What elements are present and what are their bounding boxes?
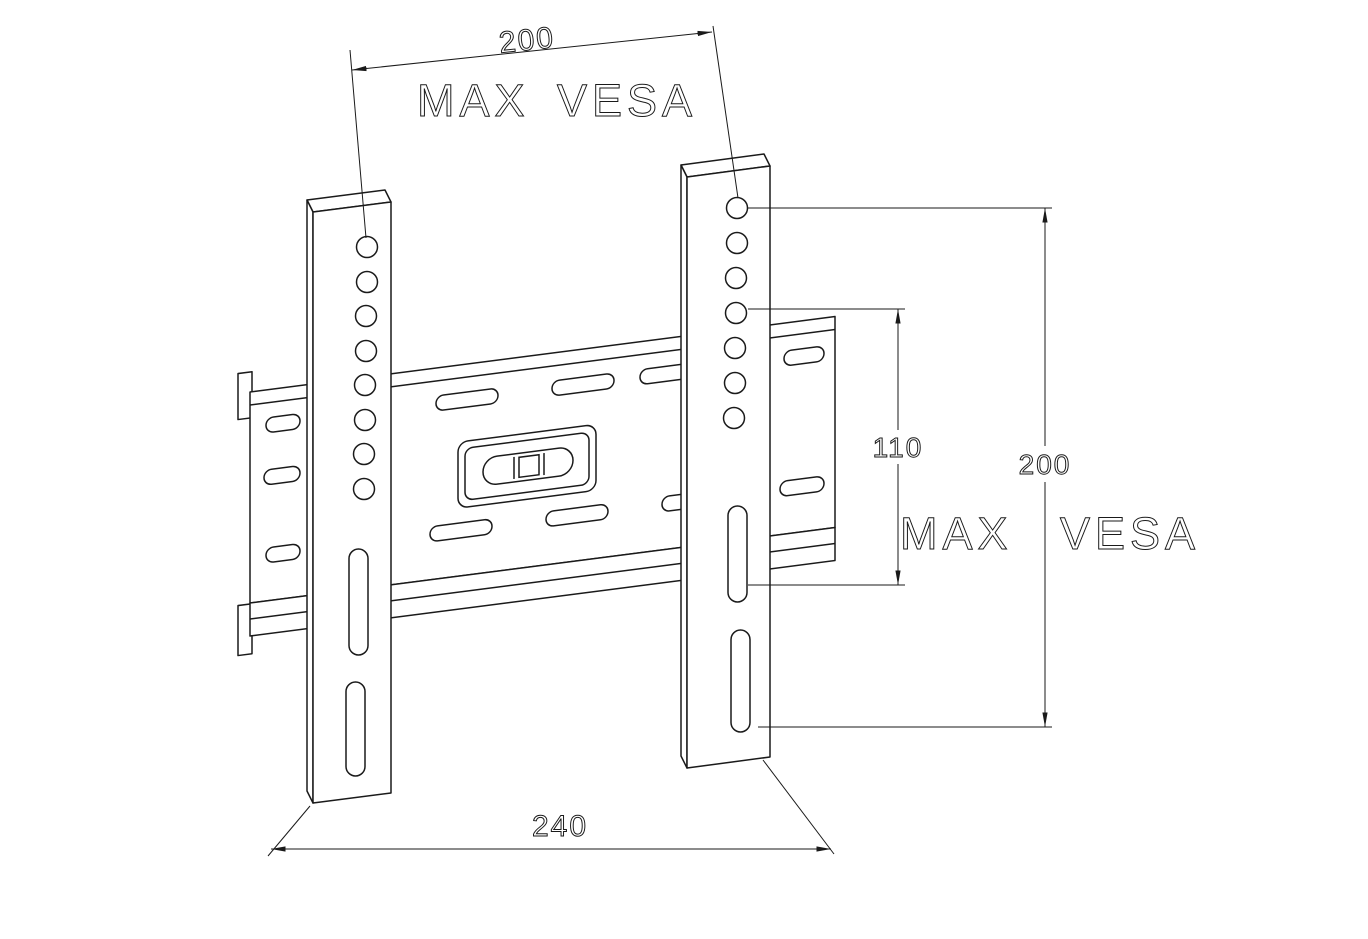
dimension-line (351, 30, 713, 72)
extension-line (712, 25, 739, 199)
right-bracket (680, 153, 771, 769)
dim-right-value: 200 (1019, 449, 1072, 480)
dim-text-mask (1016, 446, 1074, 482)
right-bracket-slots (727, 505, 751, 733)
right-bracket-side-face (680, 164, 688, 769)
spirit-level (457, 424, 597, 508)
left-bracket-side-face (306, 199, 314, 804)
dim-bottom-value: 240 (532, 810, 588, 843)
dim-top-label: MAX VESA (417, 75, 697, 126)
dimension-top-width: 200 MAX VESA (349, 21, 739, 239)
dim-right-label: MAX VESA (900, 508, 1200, 559)
dimension-inner-height: 110 (748, 308, 926, 586)
dimension-right-height: 200 MAX VESA (748, 207, 1200, 728)
extension-line (762, 759, 835, 855)
dimension-bottom-width: 240 (267, 759, 835, 857)
right-bracket-mounting-holes (722, 196, 749, 430)
extension-line (349, 49, 367, 239)
plate-slot-middle-left (263, 465, 301, 486)
right-bracket-front-face (686, 165, 771, 769)
left-bracket (306, 189, 392, 804)
dim-top-value: 200 (497, 21, 556, 60)
dim-text-mask (870, 430, 926, 464)
left-bracket-mounting-holes (352, 235, 379, 501)
left-bracket-slots (345, 548, 369, 777)
dim-inner-height-value: 110 (873, 432, 924, 463)
